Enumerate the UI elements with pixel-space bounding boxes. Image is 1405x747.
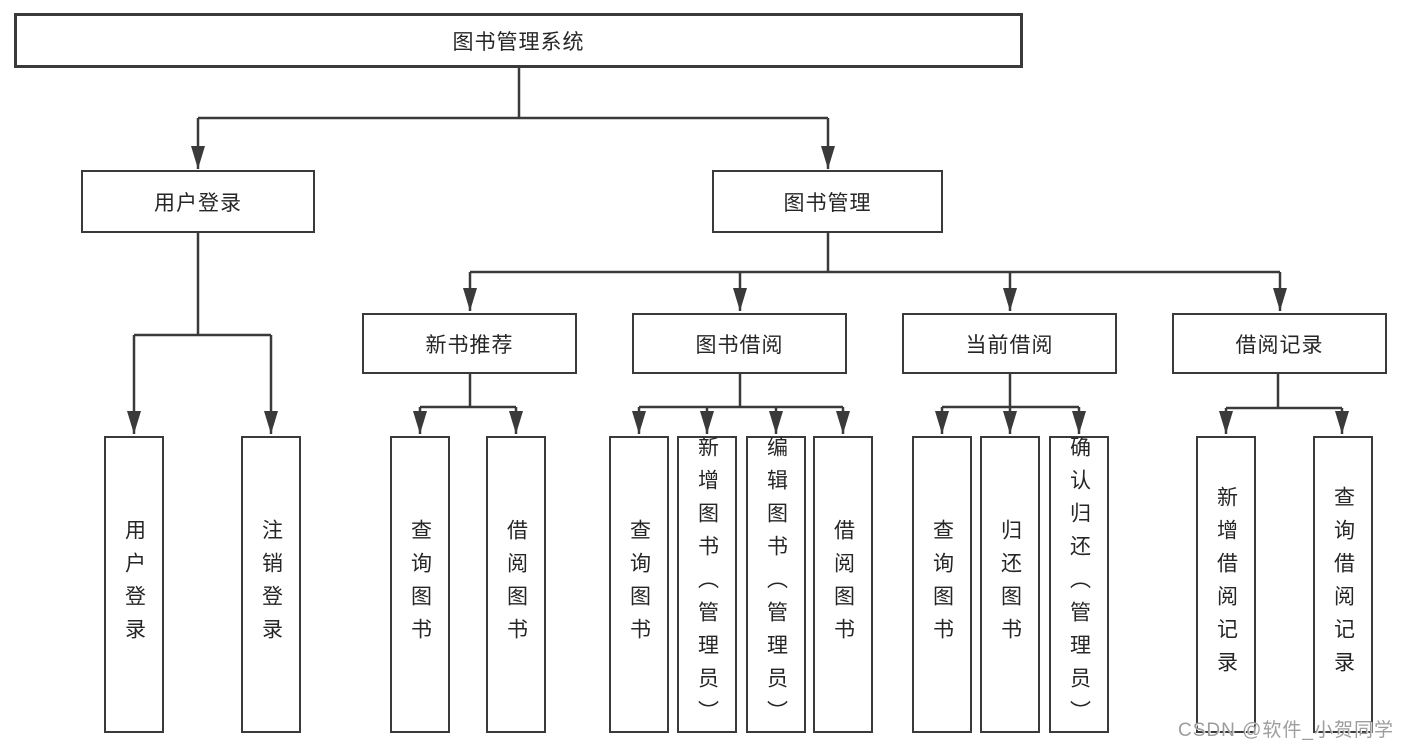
node-label: 图书管理 — [783, 191, 872, 215]
leaf-label: 查询借阅记录 — [1331, 485, 1355, 684]
leaf-label: 查询图书 — [408, 518, 432, 651]
leaf-recommend-query-books: 查询图书 — [390, 436, 450, 733]
leaf-borrow-add-books-admin: 新增图书（管理员） — [677, 436, 737, 733]
leaf-label: 确认归还（管理员） — [1067, 436, 1091, 733]
leaf-label: 新增图书（管理员） — [695, 436, 719, 733]
node-label: 借阅记录 — [1235, 333, 1324, 357]
leaf-records-query-record: 查询借阅记录 — [1313, 436, 1373, 733]
leaf-label: 归还图书 — [998, 518, 1022, 651]
node-borrow-records: 借阅记录 — [1172, 313, 1387, 374]
node-new-book-recommend: 新书推荐 — [362, 313, 577, 374]
node-book-management: 图书管理 — [712, 170, 943, 233]
leaf-logout: 注销登录 — [241, 436, 301, 733]
leaf-records-add-record: 新增借阅记录 — [1196, 436, 1256, 733]
leaf-borrow-borrow-books: 借阅图书 — [813, 436, 873, 733]
node-label: 当前借阅 — [965, 333, 1054, 357]
leaf-current-return-books: 归还图书 — [980, 436, 1040, 733]
leaf-label: 查询图书 — [930, 518, 954, 651]
node-book-borrow: 图书借阅 — [632, 313, 847, 374]
node-label: 用户登录 — [154, 191, 242, 215]
leaf-label: 注销登录 — [259, 518, 283, 651]
leaf-current-confirm-return-admin: 确认归还（管理员） — [1049, 436, 1109, 733]
csdn-watermark: CSDN @软件_小贺同学 — [1178, 720, 1394, 741]
leaf-borrow-query-books: 查询图书 — [609, 436, 669, 733]
leaf-label: 新增借阅记录 — [1214, 485, 1238, 684]
node-current-borrow: 当前借阅 — [902, 313, 1117, 374]
leaf-label: 查询图书 — [627, 518, 651, 651]
leaf-current-query-books: 查询图书 — [912, 436, 972, 733]
leaf-label: 编辑图书（管理员） — [764, 436, 788, 733]
leaf-label: 用户登录 — [122, 518, 146, 651]
leaf-user-login: 用户登录 — [104, 436, 164, 733]
leaf-borrow-edit-books-admin: 编辑图书（管理员） — [746, 436, 806, 733]
leaf-label: 借阅图书 — [831, 518, 855, 651]
node-root-library-management-system: 图书管理系统 — [14, 13, 1023, 68]
leaf-label: 借阅图书 — [504, 518, 528, 651]
leaf-recommend-borrow-books: 借阅图书 — [486, 436, 546, 733]
node-label: 新书推荐 — [425, 333, 514, 357]
node-user-login: 用户登录 — [81, 170, 315, 233]
node-label: 图书借阅 — [695, 333, 784, 357]
node-label: 图书管理系统 — [452, 30, 585, 54]
